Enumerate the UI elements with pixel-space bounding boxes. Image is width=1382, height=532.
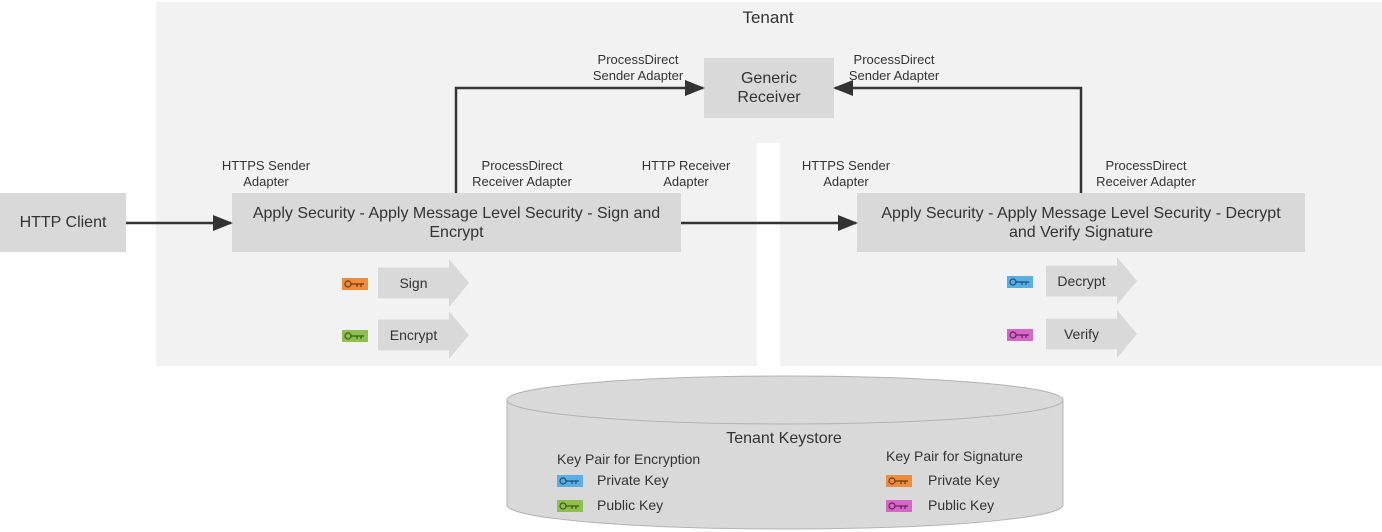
verify-key-icon (1007, 328, 1033, 341)
http-receiver-adapter-label: HTTP Receiver Adapter (641, 158, 731, 189)
verify-step-label: Verify (1063, 326, 1099, 342)
decrypt-verify-flow-box[interactable]: Apply Security - Apply Message Level Sec… (857, 193, 1305, 252)
encrypt-step-label: Encrypt (389, 327, 438, 343)
right-processdirect-sender-adapter-label: ProcessDirect Sender Adapter (848, 52, 940, 83)
left-processdirect-sender-adapter-label: ProcessDirect Sender Adapter (592, 52, 684, 83)
signature-private-key-label: Private Key (928, 472, 1000, 488)
right-processdirect-receiver-adapter-label: ProcessDirect Receiver Adapter (1096, 158, 1196, 189)
right-flow-to-receiver-arrow (833, 80, 1083, 193)
sign-key-icon (342, 277, 368, 290)
sign-step-label: Sign (399, 275, 428, 291)
signature-public-key-icon (886, 499, 912, 512)
decrypt-step-label: Decrypt (1057, 273, 1106, 289)
signature-private-key-icon (886, 474, 912, 487)
decrypt-key-icon (1007, 275, 1033, 288)
sign-encrypt-flow-label: Apply Security - Apply Message Level Sec… (252, 204, 661, 241)
generic-receiver-box[interactable]: Generic Receiver (704, 58, 834, 118)
right-https-sender-adapter-label: HTTPS Sender Adapter (801, 158, 891, 189)
encryption-private-key-icon (557, 474, 583, 487)
encryption-public-key-icon (557, 499, 583, 512)
left-processdirect-receiver-adapter-label: ProcessDirect Receiver Adapter (472, 158, 572, 189)
http-client-label: HTTP Client (19, 214, 107, 231)
tenant-title: Tenant (742, 8, 794, 27)
signature-keypair-title: Key Pair for Signature (886, 448, 1023, 464)
generic-receiver-label: Generic Receiver (737, 70, 801, 106)
signature-public-key-label: Public Key (928, 497, 995, 513)
left-flow-to-receiver-arrow (454, 80, 705, 193)
sign-encrypt-flow-box[interactable]: Apply Security - Apply Message Level Sec… (232, 193, 681, 252)
keystore-title: Tenant Keystore (726, 430, 842, 447)
left-https-sender-adapter-label: HTTPS Sender Adapter (221, 158, 311, 189)
http-client-box[interactable]: HTTP Client (0, 193, 126, 252)
encrypt-key-icon (342, 329, 368, 342)
encryption-public-key-label: Public Key (597, 497, 664, 513)
encryption-private-key-label: Private Key (597, 472, 669, 488)
encryption-keypair-title: Key Pair for Encryption (557, 451, 701, 467)
decrypt-verify-flow-label: Apply Security - Apply Message Level Sec… (881, 204, 1281, 241)
